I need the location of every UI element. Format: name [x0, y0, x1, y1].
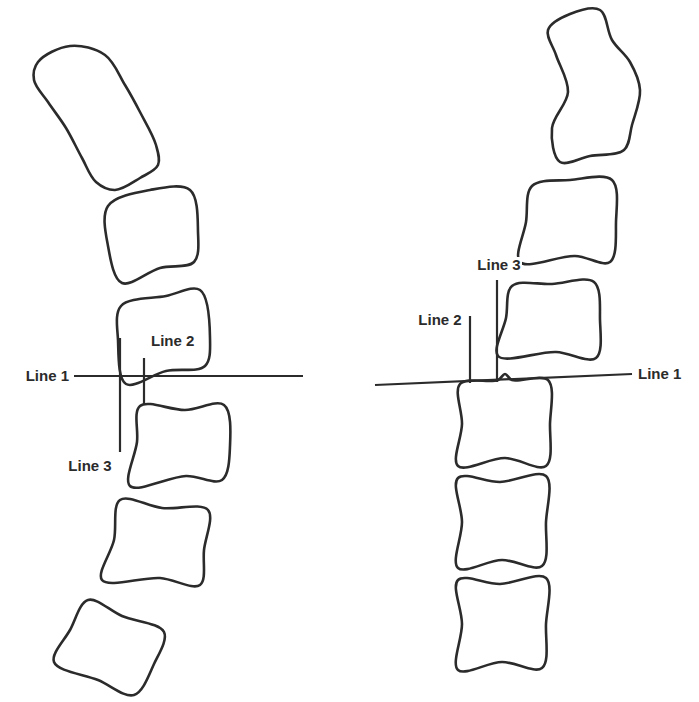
vertebra	[518, 177, 617, 265]
vertebra	[34, 46, 159, 190]
vertebra	[54, 600, 165, 696]
reference-line	[496, 280, 498, 382]
line-label: Line 2	[150, 333, 195, 350]
vertebra	[548, 8, 640, 163]
line-label: Line 1	[637, 366, 682, 383]
vertebra	[456, 576, 550, 672]
vertebra	[456, 474, 550, 570]
vertebra	[496, 279, 600, 359]
line-label: Line 3	[67, 458, 112, 475]
reference-line	[74, 375, 303, 377]
vertebra	[105, 186, 199, 283]
line-label: Line 1	[25, 368, 70, 385]
vertebra	[101, 499, 210, 587]
vertebra	[128, 403, 230, 488]
line-label: Line 3	[476, 257, 521, 274]
vertebra	[117, 288, 210, 385]
reference-line	[143, 358, 145, 404]
reference-line	[119, 338, 121, 452]
reference-line	[375, 374, 632, 385]
vertebra	[456, 374, 552, 468]
line-label: Line 2	[417, 312, 462, 329]
reference-line	[469, 316, 471, 383]
